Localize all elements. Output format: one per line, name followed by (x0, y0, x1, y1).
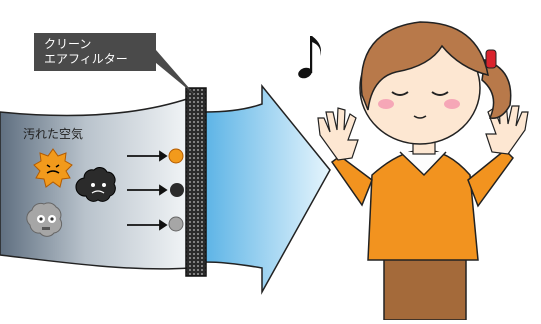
dirty-air-label: 汚れた空気 (23, 125, 83, 142)
label-pointer (150, 50, 196, 96)
air-filter (186, 88, 206, 276)
filter-label-line2: エアフィルター (44, 52, 156, 67)
clean-air-arrow (205, 86, 330, 292)
girl-figure (318, 22, 528, 320)
music-note-icon (297, 36, 321, 80)
filter-label: クリーン エアフィルター (34, 33, 156, 71)
filter-label-line1: クリーン (44, 37, 156, 52)
